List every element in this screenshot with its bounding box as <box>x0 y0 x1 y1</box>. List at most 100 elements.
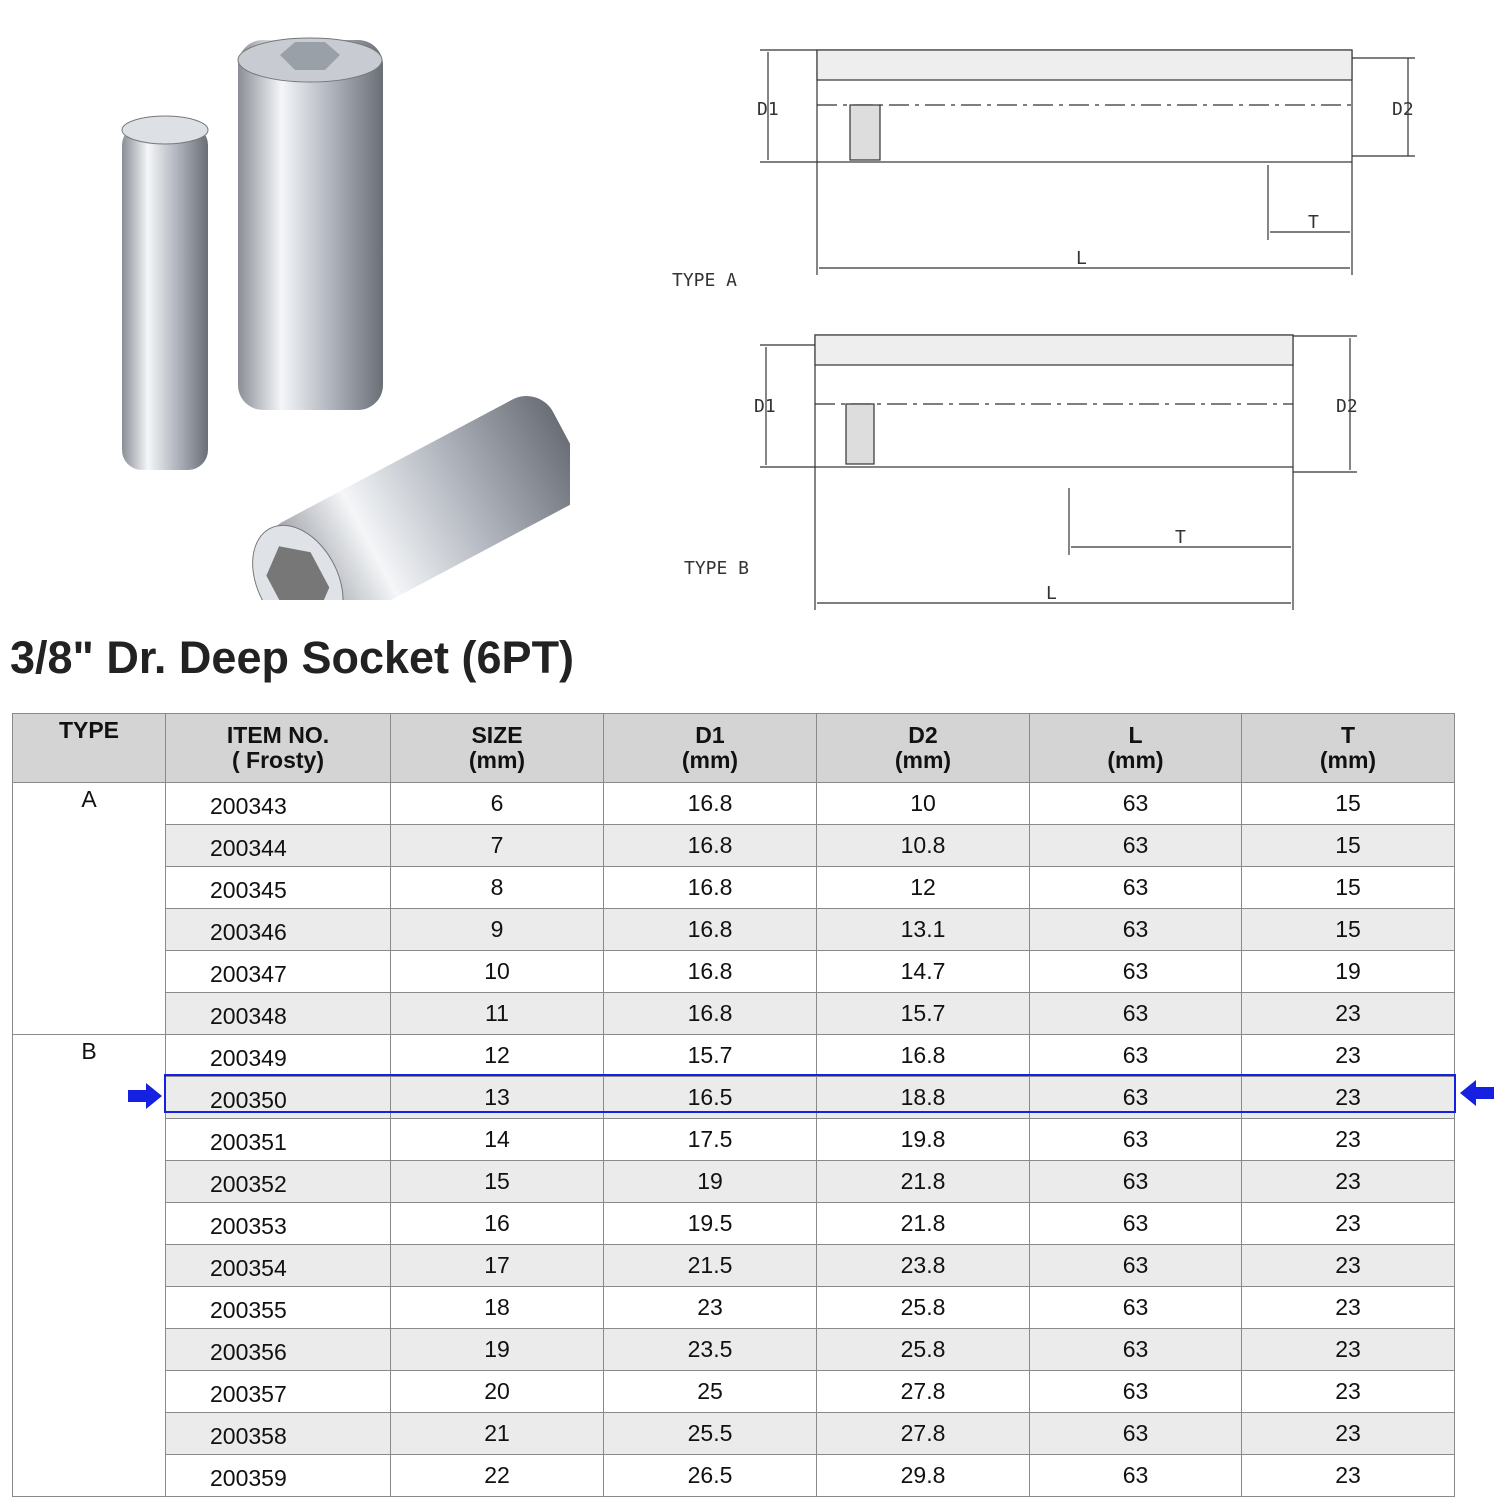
item-number-cell: 200351 <box>165 1118 391 1161</box>
value-cell: 63 <box>1029 1412 1242 1455</box>
value-cell: 17.5 <box>603 1118 817 1161</box>
value-cell: 22 <box>390 1454 604 1497</box>
value-cell: 10 <box>816 782 1030 825</box>
d1-label: D1 <box>754 396 776 417</box>
item-number-cell: 200357 <box>165 1370 391 1413</box>
column-header-text: ITEM NO. <box>226 722 330 748</box>
type-a-technical-drawing: D1 D2 T L TYPE A <box>672 49 1415 291</box>
value-cell: 25 <box>603 1370 817 1413</box>
value-cell: 14.7 <box>816 950 1030 993</box>
column-header-text: ( Frosty) <box>232 747 324 773</box>
l-label: L <box>1076 248 1087 269</box>
value-cell: 27.8 <box>816 1412 1030 1455</box>
type-b-technical-drawing: D1 D2 T L TYPE B <box>684 334 1358 610</box>
value-cell: 9 <box>390 908 604 951</box>
value-cell: 8 <box>390 866 604 909</box>
column-header-text: SIZE <box>471 722 523 748</box>
column-header-text: T <box>1340 722 1356 748</box>
type-cell: A <box>12 782 166 1035</box>
item-number-cell: 200359 <box>165 1454 391 1497</box>
column-header-text: D1 <box>695 722 725 748</box>
value-cell: 25.8 <box>816 1328 1030 1371</box>
value-cell: 13 <box>390 1076 604 1119</box>
value-cell: 21.8 <box>816 1202 1030 1245</box>
item-number-cell: 200358 <box>165 1412 391 1455</box>
value-cell: 23 <box>1241 1286 1455 1329</box>
value-cell: 15 <box>1241 866 1455 909</box>
column-header-text: (mm) <box>1319 747 1377 773</box>
value-cell: 21.5 <box>603 1244 817 1287</box>
value-cell: 19 <box>603 1160 817 1203</box>
column-header: ITEM NO.( Frosty) <box>165 713 391 783</box>
item-number-cell: 200355 <box>165 1286 391 1329</box>
value-cell: 23 <box>1241 1034 1455 1077</box>
value-cell: 63 <box>1029 1076 1242 1119</box>
value-cell: 12 <box>390 1034 604 1077</box>
value-cell: 63 <box>1029 1034 1242 1077</box>
value-cell: 18 <box>390 1286 604 1329</box>
value-cell: 10 <box>390 950 604 993</box>
value-cell: 23 <box>1241 1454 1455 1497</box>
value-cell: 7 <box>390 824 604 867</box>
item-number-cell: 200348 <box>165 992 391 1035</box>
value-cell: 21.8 <box>816 1160 1030 1203</box>
socket-product-photo <box>121 37 570 600</box>
value-cell: 63 <box>1029 1454 1242 1497</box>
value-cell: 23 <box>1241 1160 1455 1203</box>
value-cell: 13.1 <box>816 908 1030 951</box>
value-cell: 63 <box>1029 908 1242 951</box>
item-number-cell: 200356 <box>165 1328 391 1371</box>
item-number-cell: 200343 <box>165 782 391 825</box>
item-number-cell: 200350 <box>165 1076 391 1119</box>
l-label: L <box>1046 583 1057 604</box>
value-cell: 63 <box>1029 950 1242 993</box>
value-cell: 23 <box>1241 1244 1455 1287</box>
value-cell: 14 <box>390 1118 604 1161</box>
left-arrow-icon <box>1460 1080 1494 1106</box>
value-cell: 16.8 <box>603 824 817 867</box>
column-header: D1(mm) <box>603 713 817 783</box>
value-cell: 23 <box>1241 1118 1455 1161</box>
value-cell: 63 <box>1029 866 1242 909</box>
value-cell: 15 <box>1241 824 1455 867</box>
value-cell: 63 <box>1029 992 1242 1035</box>
value-cell: 16.8 <box>603 992 817 1035</box>
column-header-text: (mm) <box>468 747 526 773</box>
value-cell: 20 <box>390 1370 604 1413</box>
d1-label: D1 <box>757 99 779 120</box>
column-header: D2(mm) <box>816 713 1030 783</box>
d2-label: D2 <box>1336 396 1358 417</box>
value-cell: 21 <box>390 1412 604 1455</box>
column-header-text: L <box>1128 722 1143 748</box>
value-cell: 16.8 <box>816 1034 1030 1077</box>
column-header-text: (mm) <box>1107 747 1164 773</box>
item-number-cell: 200346 <box>165 908 391 951</box>
value-cell: 19 <box>1241 950 1455 993</box>
value-cell: 17 <box>390 1244 604 1287</box>
value-cell: 15 <box>1241 782 1455 825</box>
value-cell: 10.8 <box>816 824 1030 867</box>
column-header-text: D2 <box>908 722 938 748</box>
value-cell: 23.5 <box>603 1328 817 1371</box>
value-cell: 23 <box>1241 1076 1455 1119</box>
value-cell: 15 <box>390 1160 604 1203</box>
value-cell: 11 <box>390 992 604 1035</box>
item-number-cell: 200345 <box>165 866 391 909</box>
value-cell: 16.8 <box>603 908 817 951</box>
